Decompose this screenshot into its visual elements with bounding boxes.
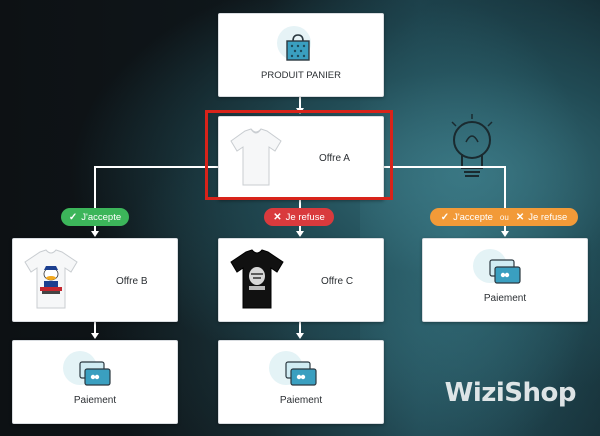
badge-refuse-text: Je refuse — [285, 211, 325, 223]
check-icon: ✓ — [68, 211, 78, 223]
lightbulb-print-icon — [451, 114, 493, 177]
node-label: Paiement — [483, 293, 527, 304]
connector-panier-offre-a — [299, 95, 301, 109]
badge-either: ✓ J'accepte ou ✕ Je refuse — [430, 208, 578, 226]
node-paiement-left[interactable]: Paiement — [12, 340, 178, 424]
node-offre-b[interactable]: Offre B — [12, 238, 178, 322]
donald-tshirt-image — [24, 249, 78, 309]
credit-card-icon — [79, 361, 111, 386]
badge-either-or-text: ou — [499, 212, 509, 222]
arrow-head — [91, 231, 99, 237]
shopping-bag-icon — [286, 34, 310, 61]
node-produit-panier[interactable]: PRODUIT PANIER — [218, 13, 384, 97]
node-label: Offre A — [319, 153, 350, 164]
white-tshirt-image — [230, 128, 282, 186]
arrow-head — [501, 231, 509, 237]
node-label: Offre B — [116, 276, 148, 287]
connector-offre-b-paiement — [94, 321, 96, 334]
node-offre-c[interactable]: Offre C — [218, 238, 384, 322]
wizishop-logo: WiziShop — [444, 378, 577, 408]
connector-right-down — [504, 166, 506, 232]
arrow-head — [91, 333, 99, 339]
highlight-frame — [205, 110, 393, 200]
badge-either-accept-text: J'accepte — [453, 211, 493, 223]
credit-card-icon — [285, 361, 317, 386]
connector-left-down — [94, 166, 96, 232]
cross-icon: ✕ — [515, 211, 525, 223]
black-tshirt-image — [230, 249, 284, 309]
badge-either-refuse-text: Je refuse — [528, 211, 568, 223]
node-paiement-mid[interactable]: Paiement — [218, 340, 384, 424]
check-icon: ✓ — [440, 211, 450, 223]
node-label: PRODUIT PANIER — [261, 70, 341, 81]
node-label: Paiement — [73, 395, 117, 406]
node-paiement-right[interactable]: Paiement — [422, 238, 588, 322]
arrow-head — [296, 333, 304, 339]
credit-card-icon — [489, 259, 521, 284]
cross-icon: ✕ — [273, 211, 282, 223]
badge-refuse: ✕ Je refuse — [264, 208, 334, 226]
badge-accept-text: J'accepte — [81, 211, 122, 223]
arrow-head — [296, 231, 304, 237]
badge-accept: ✓ J'accepte — [61, 208, 129, 226]
node-label: Paiement — [279, 395, 323, 406]
node-label: Offre C — [321, 276, 354, 287]
connector-offre-c-paiement — [299, 321, 301, 334]
